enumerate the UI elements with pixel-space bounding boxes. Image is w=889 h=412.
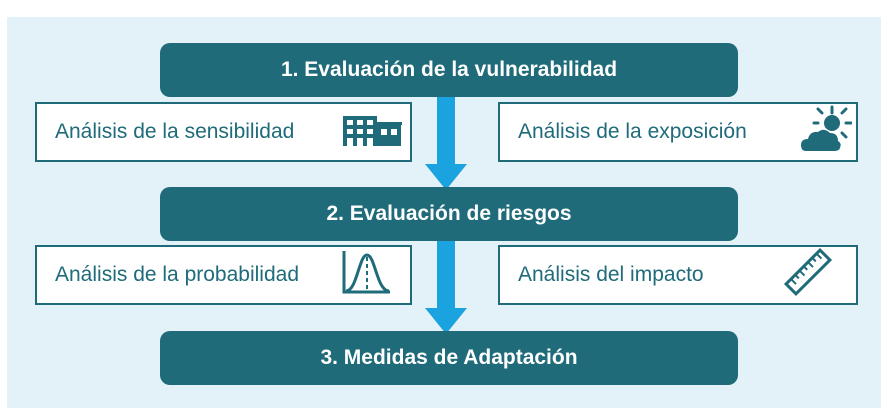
arrow-stage2-to-stage3 <box>425 236 467 334</box>
box-probability-analysis: Análisis de la probabilidad <box>35 245 412 305</box>
box-impact-analysis: Análisis del impacto <box>498 245 858 305</box>
building-icon <box>341 110 403 154</box>
stage-3-adaptation: 3. Medidas de Adaptación <box>160 331 738 385</box>
exposure-label: Análisis de la exposición <box>518 120 747 143</box>
bell-curve-icon <box>341 249 393 301</box>
probability-label: Análisis de la probabilidad <box>55 263 299 286</box>
stage-2-risks: 2. Evaluación de riesgos <box>160 187 738 241</box>
stage-1-label: 1. Evaluación de la vulnerabilidad <box>280 58 618 81</box>
arrow-stage1-to-stage2 <box>425 92 467 190</box>
stage-1-vulnerability: 1. Evaluación de la vulnerabilidad <box>160 43 738 97</box>
box-exposure-analysis: Análisis de la exposición <box>498 102 858 162</box>
box-sensitivity-analysis: Análisis de la sensibilidad <box>35 102 412 162</box>
impact-label: Análisis del impacto <box>518 263 704 286</box>
weather-sun-cloud-icon <box>800 105 853 159</box>
ruler-icon <box>782 246 834 304</box>
stage-3-label: 3. Medidas de Adaptación <box>320 346 578 369</box>
sensitivity-label: Análisis de la sensibilidad <box>55 120 295 143</box>
stage-2-label: 2. Evaluación de riesgos <box>326 202 572 225</box>
